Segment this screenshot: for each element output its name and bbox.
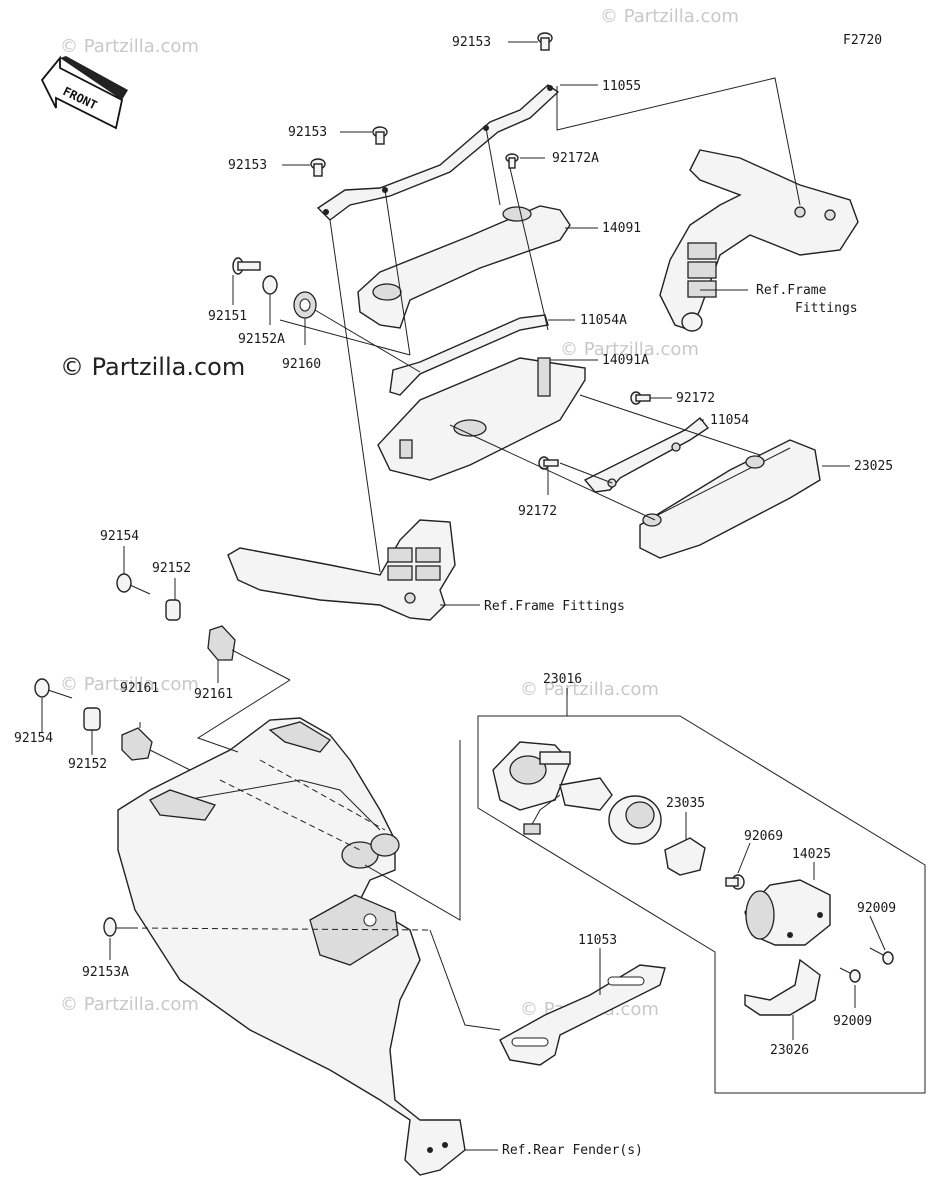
rear-fender — [117, 717, 466, 1176]
front-arrow-icon: FRONT — [40, 55, 128, 130]
callout-23035: 23035 — [666, 796, 705, 811]
collar-92152-top — [165, 599, 181, 621]
ref-frame-line-2: Fittings — [795, 301, 858, 316]
callout-92161-left: 92161 — [120, 681, 159, 696]
callout-11054: 11054 — [710, 413, 749, 428]
frame-fitting-lower — [227, 519, 456, 621]
callout-ref-rear-fender: Ref.Rear Fender(s) — [502, 1143, 643, 1158]
callout-92152-top: 92152 — [152, 561, 191, 576]
callout-92153A: 92153A — [82, 965, 129, 980]
callout-92153-mid: 92153 — [288, 125, 327, 140]
collar-92152-bottom — [83, 707, 101, 731]
ref-frame-line-1: Ref.Frame — [756, 283, 827, 298]
callout-14025: 14025 — [792, 847, 831, 862]
callout-92009-a: 92009 — [857, 901, 896, 916]
bracket-11053 — [499, 964, 666, 1066]
screw-92172A — [505, 153, 519, 169]
reflector-23026 — [744, 958, 821, 1016]
socket-assembly-23016 — [477, 715, 926, 1094]
callout-11055: 11055 — [602, 79, 641, 94]
callout-23016: 23016 — [543, 672, 582, 687]
callout-92151: 92151 — [208, 309, 247, 324]
frame-fitting-upper — [659, 149, 859, 332]
bolt-92154-bottom — [34, 678, 73, 699]
callout-92069: 92069 — [744, 829, 783, 844]
callout-labels: 92153 11055 92153 92153 92172A 14091 Ref… — [14, 35, 896, 1158]
watermark-text: © Partzilla.com — [60, 994, 199, 1015]
callout-11053: 11053 — [578, 933, 617, 948]
callout-92172-right: 92172 — [676, 391, 715, 406]
callout-11054A: 11054A — [580, 313, 627, 328]
housing-14091A — [377, 357, 586, 481]
bolt-92153A — [103, 917, 132, 937]
watermark-text: © Partzilla.com — [60, 36, 199, 57]
callout-92154-top: 92154 — [100, 529, 139, 544]
clip-23035 — [664, 837, 706, 876]
bracket-11055 — [316, 84, 560, 221]
callout-92152-bottom: 92152 — [68, 757, 107, 772]
diagram-code: F2720 — [843, 33, 882, 48]
callout-92154-bottom: 92154 — [14, 731, 53, 746]
bolt-92153-mid — [372, 126, 388, 145]
callout-ref-frame-fittings-upper: Ref.Frame Fittings — [756, 283, 858, 316]
watermark-text: © Partzilla.com — [560, 339, 699, 360]
callout-92152A: 92152A — [238, 332, 285, 347]
bolt-92154-top — [116, 573, 151, 595]
screw-92069 — [725, 874, 745, 890]
bolt-92153-top — [537, 32, 553, 51]
callout-92172A: 92172A — [552, 151, 599, 166]
callout-92153-top: 92153 — [452, 35, 491, 50]
bolt-92151 — [232, 257, 261, 275]
grommet-92161-top — [207, 625, 236, 661]
callout-92153-left: 92153 — [228, 158, 267, 173]
callout-14091A: 14091A — [602, 353, 649, 368]
bolt-92153-left — [310, 158, 326, 177]
callout-ref-frame-fittings-lower: Ref.Frame Fittings — [484, 599, 625, 614]
grommet-92161-bottom — [121, 727, 153, 761]
cover-14091 — [357, 205, 571, 329]
watermark-text: © Partzilla.com — [60, 674, 199, 695]
watermark-text: © Partzilla.com — [520, 679, 659, 700]
cover-14025 — [744, 879, 831, 946]
watermark-text: © Partzilla.com — [600, 6, 739, 27]
screw-92172-right — [630, 391, 651, 405]
callout-92160: 92160 — [282, 357, 321, 372]
watermark-main: © Partzilla.com — [60, 353, 245, 381]
tail-lamp-23025 — [639, 439, 821, 559]
callout-23026: 23026 — [770, 1043, 809, 1058]
screw-92009-a — [869, 947, 894, 965]
leader-lines — [41, 41, 886, 1151]
callout-92172-bottom: 92172 — [518, 504, 557, 519]
screw-92009-b — [839, 967, 861, 983]
bracket-11054A — [389, 314, 549, 396]
callout-92161-right: 92161 — [194, 687, 233, 702]
collar-92152A — [262, 275, 278, 295]
callout-92009-b: 92009 — [833, 1014, 872, 1029]
callout-14091: 14091 — [602, 221, 641, 236]
grommet-92160 — [293, 291, 317, 319]
callout-23025: 23025 — [854, 459, 893, 474]
bracket-11054 — [583, 417, 710, 493]
